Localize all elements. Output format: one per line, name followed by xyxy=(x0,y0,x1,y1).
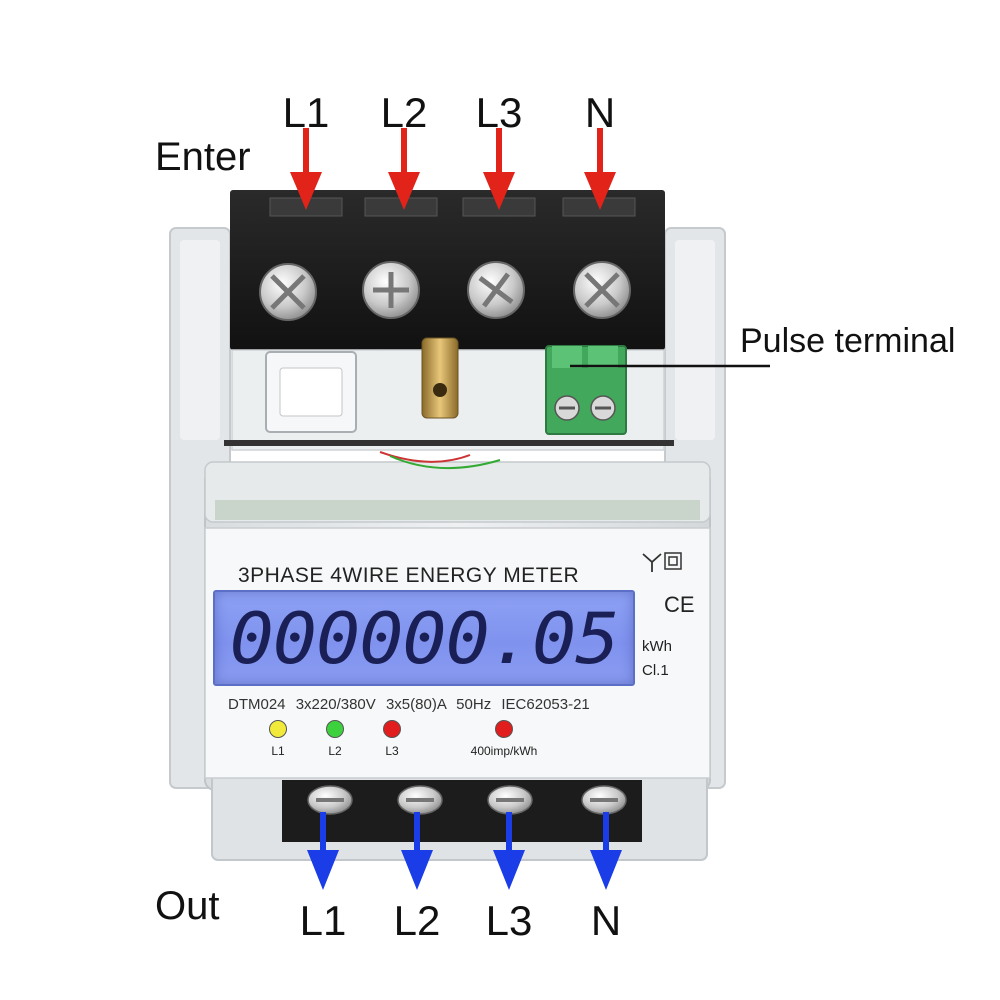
input-phase-l1: L1 xyxy=(282,89,330,136)
input-terminal-screws xyxy=(259,261,631,321)
output-phase-n: N xyxy=(590,897,622,944)
led-l2-label: L2 xyxy=(328,744,342,758)
output-arrow-l2 xyxy=(401,812,433,890)
led-l3 xyxy=(383,720,401,738)
spec-line: DTM024 3x220/380V 3x5(80)A 50Hz IEC62053… xyxy=(228,696,590,713)
output-phase-l1: L1 xyxy=(299,897,347,944)
unit-label: kWh xyxy=(642,638,672,655)
spec-frequency: 50Hz xyxy=(456,696,492,713)
input-arrows xyxy=(290,128,616,210)
pulse-led xyxy=(495,720,513,738)
input-arrow-l2 xyxy=(388,128,420,210)
input-arrow-l3 xyxy=(483,128,515,210)
meter-title: 3PHASE 4WIRE ENERGY METER xyxy=(238,564,580,587)
input-arrow-n xyxy=(584,128,616,210)
lcd-display: 000000.05 xyxy=(213,590,635,686)
output-arrows xyxy=(307,812,622,890)
spec-standard: IEC62053-21 xyxy=(501,696,590,713)
spec-model: DTM024 xyxy=(228,696,286,713)
spec-current: 3x5(80)A xyxy=(385,696,446,713)
dual-insulation-symbol xyxy=(642,552,682,572)
led-l1 xyxy=(269,720,287,738)
output-arrow-n xyxy=(590,812,622,890)
accuracy-class: Cl.1 xyxy=(642,662,669,679)
input-phase-n: N xyxy=(584,89,616,136)
out-label: Out xyxy=(155,884,220,928)
input-arrow-l1 xyxy=(290,128,322,210)
output-terminal-block xyxy=(282,780,642,842)
ce-mark: CE xyxy=(664,592,695,617)
output-phase-l3: L3 xyxy=(485,897,533,944)
led-l2 xyxy=(326,720,344,738)
input-phase-l3: L3 xyxy=(475,89,523,136)
energy-reading: 000000.05 xyxy=(229,598,620,680)
input-phase-l2: L2 xyxy=(380,89,428,136)
pulse-rate-label: 400imp/kWh xyxy=(470,744,538,758)
led-l1-label: L1 xyxy=(271,744,285,758)
spec-voltage: 3x220/380V xyxy=(295,696,376,713)
output-arrow-l1 xyxy=(307,812,339,890)
enter-label: Enter xyxy=(155,135,251,179)
output-phase-l2: L2 xyxy=(393,897,441,944)
pulse-terminal-label: Pulse terminal xyxy=(740,322,956,360)
led-l3-label: L3 xyxy=(385,744,399,758)
pulse-connector xyxy=(545,345,627,435)
output-arrow-l3 xyxy=(493,812,525,890)
